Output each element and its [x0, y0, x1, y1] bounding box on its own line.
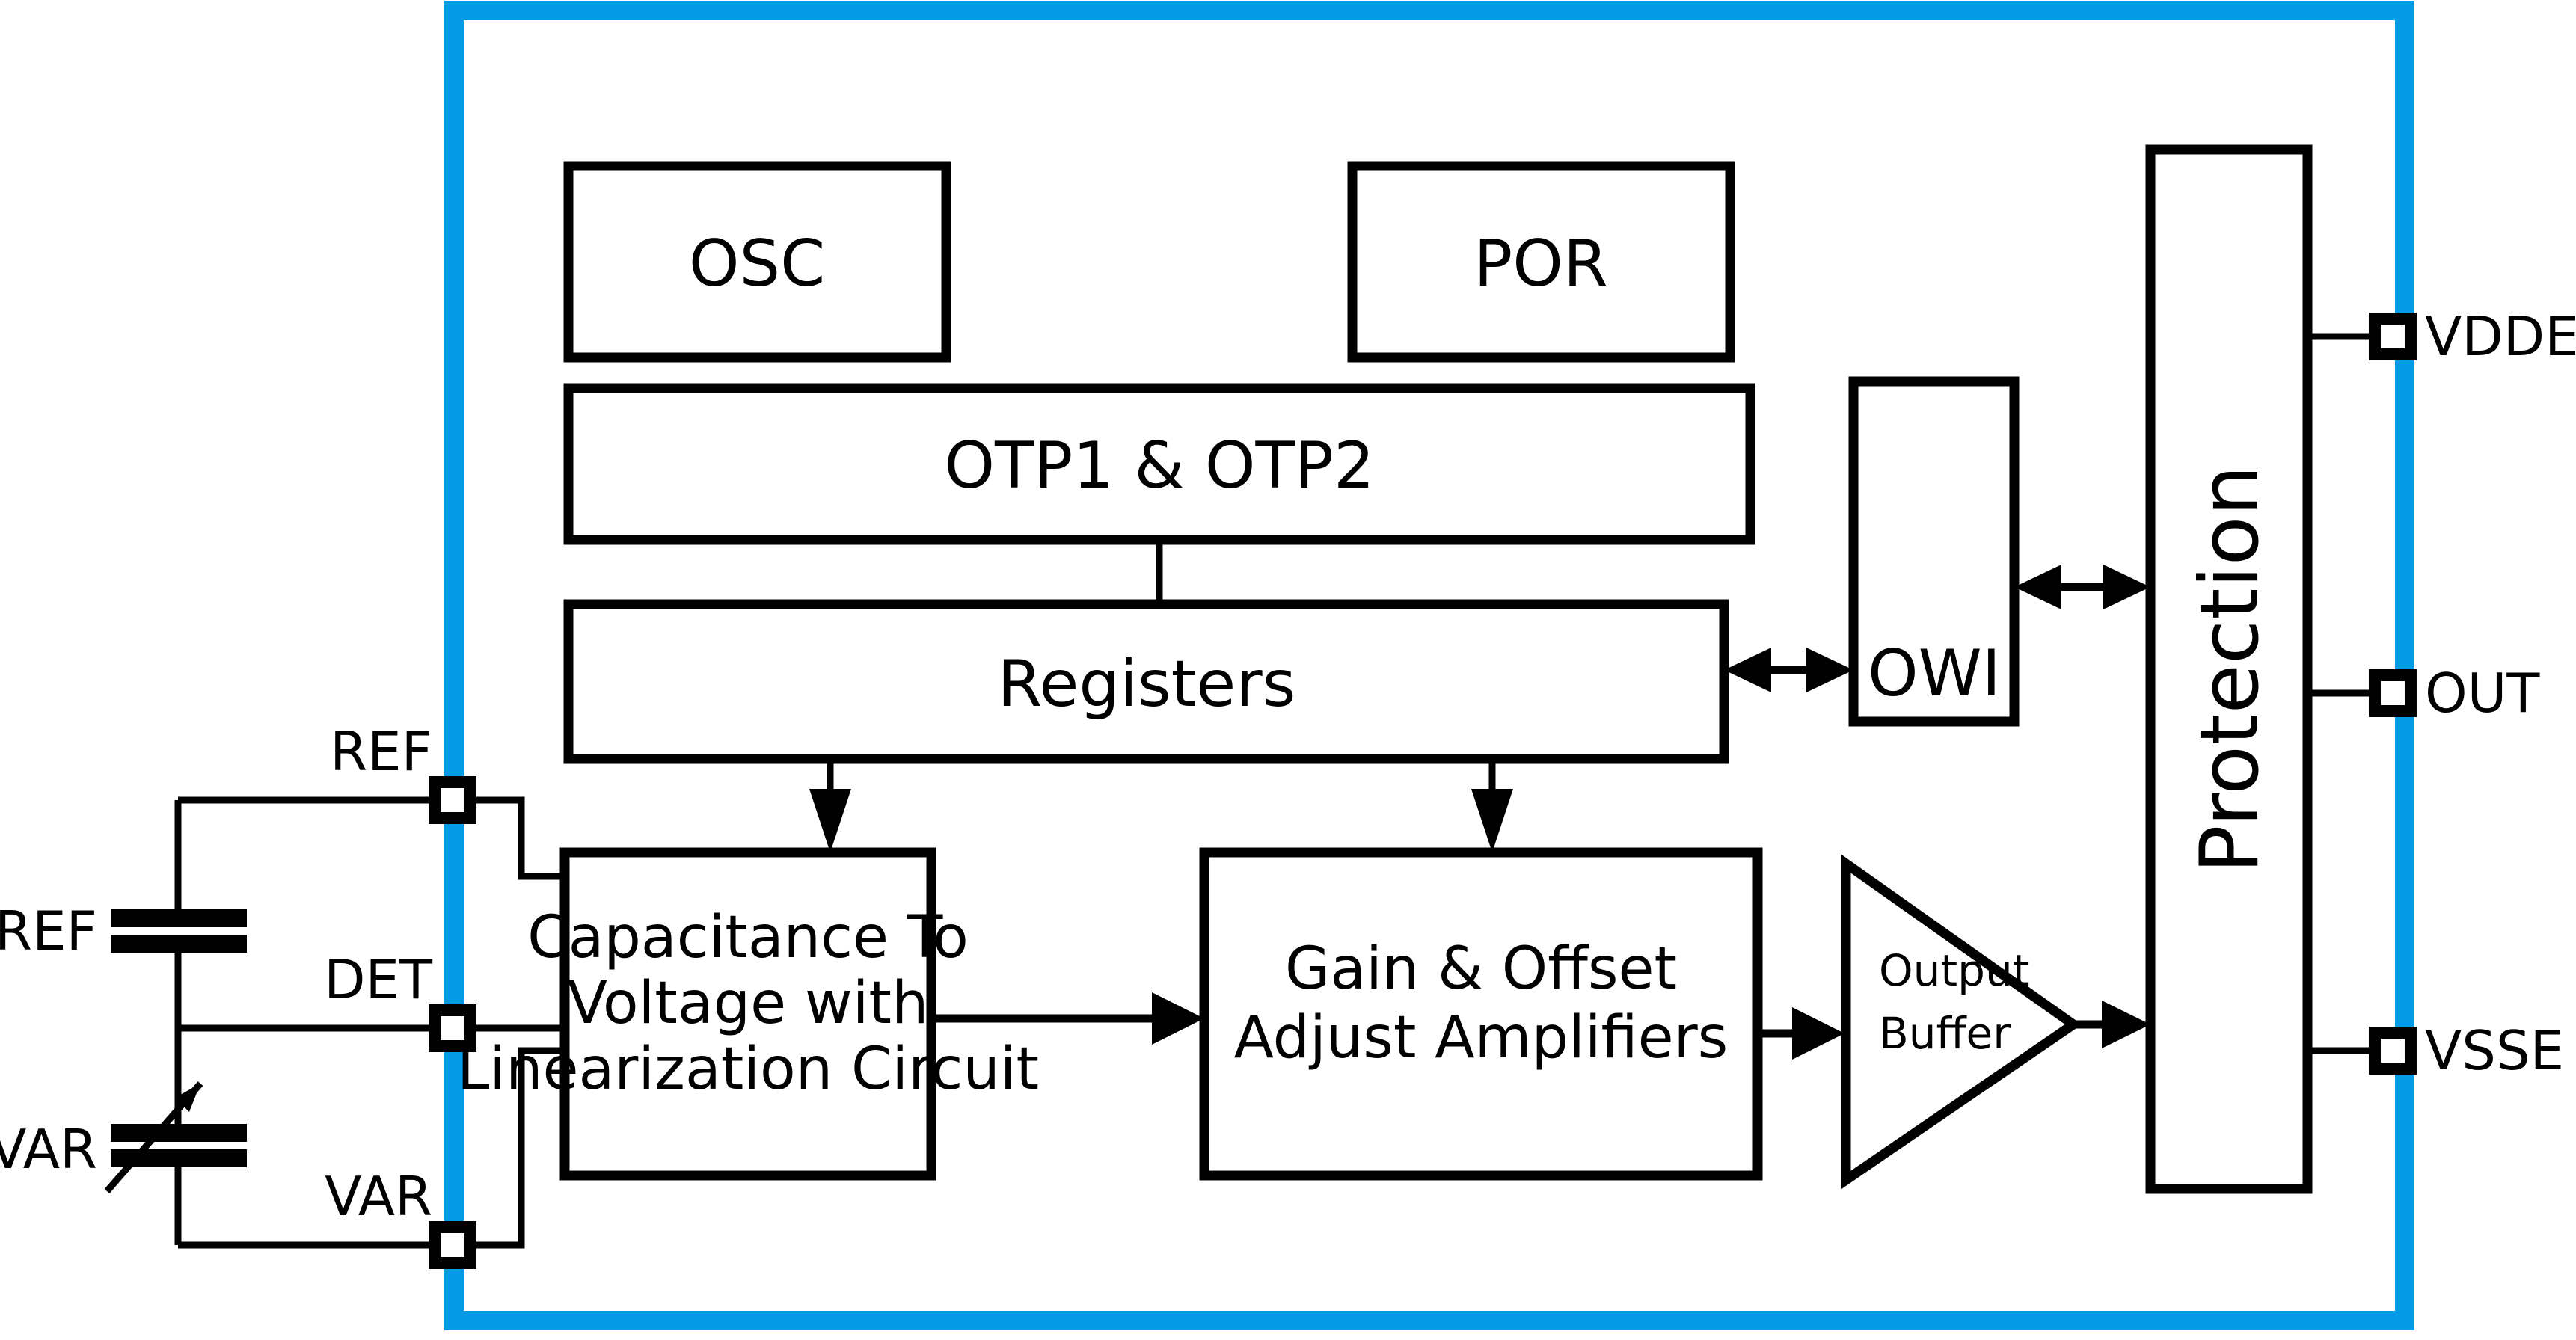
capacitor-cref-label: CREF [0, 900, 97, 962]
pin-vsse-pad-hole [2381, 1039, 2405, 1063]
arrow-c2v-to-gain [931, 992, 1204, 1045]
pin-var[interactable]: VAR [325, 1165, 476, 1269]
block-c2v-line2: Voltage with [568, 970, 929, 1037]
block-capacitance-to-voltage[interactable]: Capacitance To Voltage with Linearizatio… [457, 847, 1039, 1181]
pin-det[interactable]: DET [324, 948, 476, 1052]
block-gain-line2: Adjust Amplifiers [1234, 1004, 1729, 1072]
block-osc[interactable]: OSC [563, 161, 951, 363]
pin-vsse[interactable]: VSSE [2307, 1019, 2564, 1082]
pin-ref-label: REF [330, 720, 432, 783]
chip-boundary [444, 1, 2414, 1330]
block-owi-label: OWI [1868, 636, 2001, 711]
internal-input-routing [476, 796, 565, 1249]
block-registers[interactable]: Registers [563, 599, 1729, 764]
block-c2v-line3: Linearization Circuit [457, 1036, 1039, 1103]
pin-vdde-label: VDDE [2425, 305, 2576, 368]
capacitor-cvar-label: CVAR [0, 1118, 97, 1181]
block-otp-label: OTP1 & OTP2 [944, 428, 1374, 503]
block-por-rect[interactable] [1347, 161, 1735, 363]
block-gain-line1: Gain & Offset [1285, 935, 1677, 1003]
arrow-registers-to-gain [1471, 759, 1513, 852]
block-registers-label: Registers [998, 647, 1296, 722]
pin-out[interactable]: OUT [2307, 662, 2540, 725]
pin-out-pad-hole [2381, 681, 2405, 705]
arrow-registers-to-c2v [809, 759, 851, 852]
block-gain-rect[interactable] [1199, 847, 1763, 1181]
pin-var-label: VAR [325, 1165, 432, 1228]
arrow-gain-to-buffer [1758, 1007, 1844, 1060]
wire-var-to-c2v [476, 1047, 565, 1249]
block-osc-label: OSC [689, 227, 825, 301]
block-otp-rect[interactable] [563, 383, 1755, 545]
block-protection-label: Protection [2183, 465, 2277, 873]
arrow-buffer-to-protection [2073, 1001, 2150, 1048]
block-gain-offset[interactable]: Gain & Offset Adjust Amplifiers [1199, 847, 1763, 1181]
wire-ref-to-c2v [476, 796, 565, 880]
block-protection-rect[interactable] [2145, 144, 2313, 1194]
capacitor-cref-plate-top [111, 909, 247, 927]
block-output-buffer-triangle[interactable] [1841, 854, 2082, 1190]
pin-det-label: DET [324, 948, 433, 1011]
block-c2v-rect[interactable] [559, 847, 936, 1181]
capacitor-cref-plate-bottom [111, 935, 247, 953]
arrow-owi-protection [2014, 565, 2150, 609]
pin-vsse-label: VSSE [2425, 1019, 2564, 1082]
block-por-label: POR [1473, 227, 1607, 301]
block-c2v-line1: Capacitance To [527, 904, 969, 971]
block-registers-rect[interactable] [563, 599, 1729, 764]
block-otp[interactable]: OTP1 & OTP2 [563, 383, 1755, 545]
arrow-registers-owi [1724, 648, 1853, 692]
block-output-buffer-line2: Buffer [1879, 1008, 2011, 1059]
pin-vdde-pad-hole [2381, 325, 2405, 348]
pin-ref[interactable]: REF [330, 720, 476, 824]
pin-out-label: OUT [2425, 662, 2540, 725]
external-sensor-network: CREF CVAR [0, 796, 432, 1249]
variable-capacitor-arrow-icon [104, 1081, 203, 1193]
capacitor-cvar-plate-top [111, 1124, 247, 1142]
block-por[interactable]: POR [1347, 161, 1735, 363]
block-output-buffer-line1: Output [1879, 945, 2029, 996]
block-owi-rect[interactable] [1848, 376, 2020, 727]
pin-vdde[interactable]: VDDE [2307, 305, 2576, 368]
block-protection[interactable]: Protection [2145, 144, 2313, 1194]
pin-ref-pad-hole [441, 788, 464, 812]
block-owi[interactable]: OWI [1848, 376, 2020, 727]
chip-boundary-rect [444, 1, 2414, 1330]
block-output-buffer[interactable]: Output Buffer [1841, 854, 2082, 1190]
pin-det-pad-hole [441, 1016, 464, 1040]
block-osc-rect[interactable] [563, 161, 951, 363]
pin-var-pad-hole [441, 1233, 464, 1257]
